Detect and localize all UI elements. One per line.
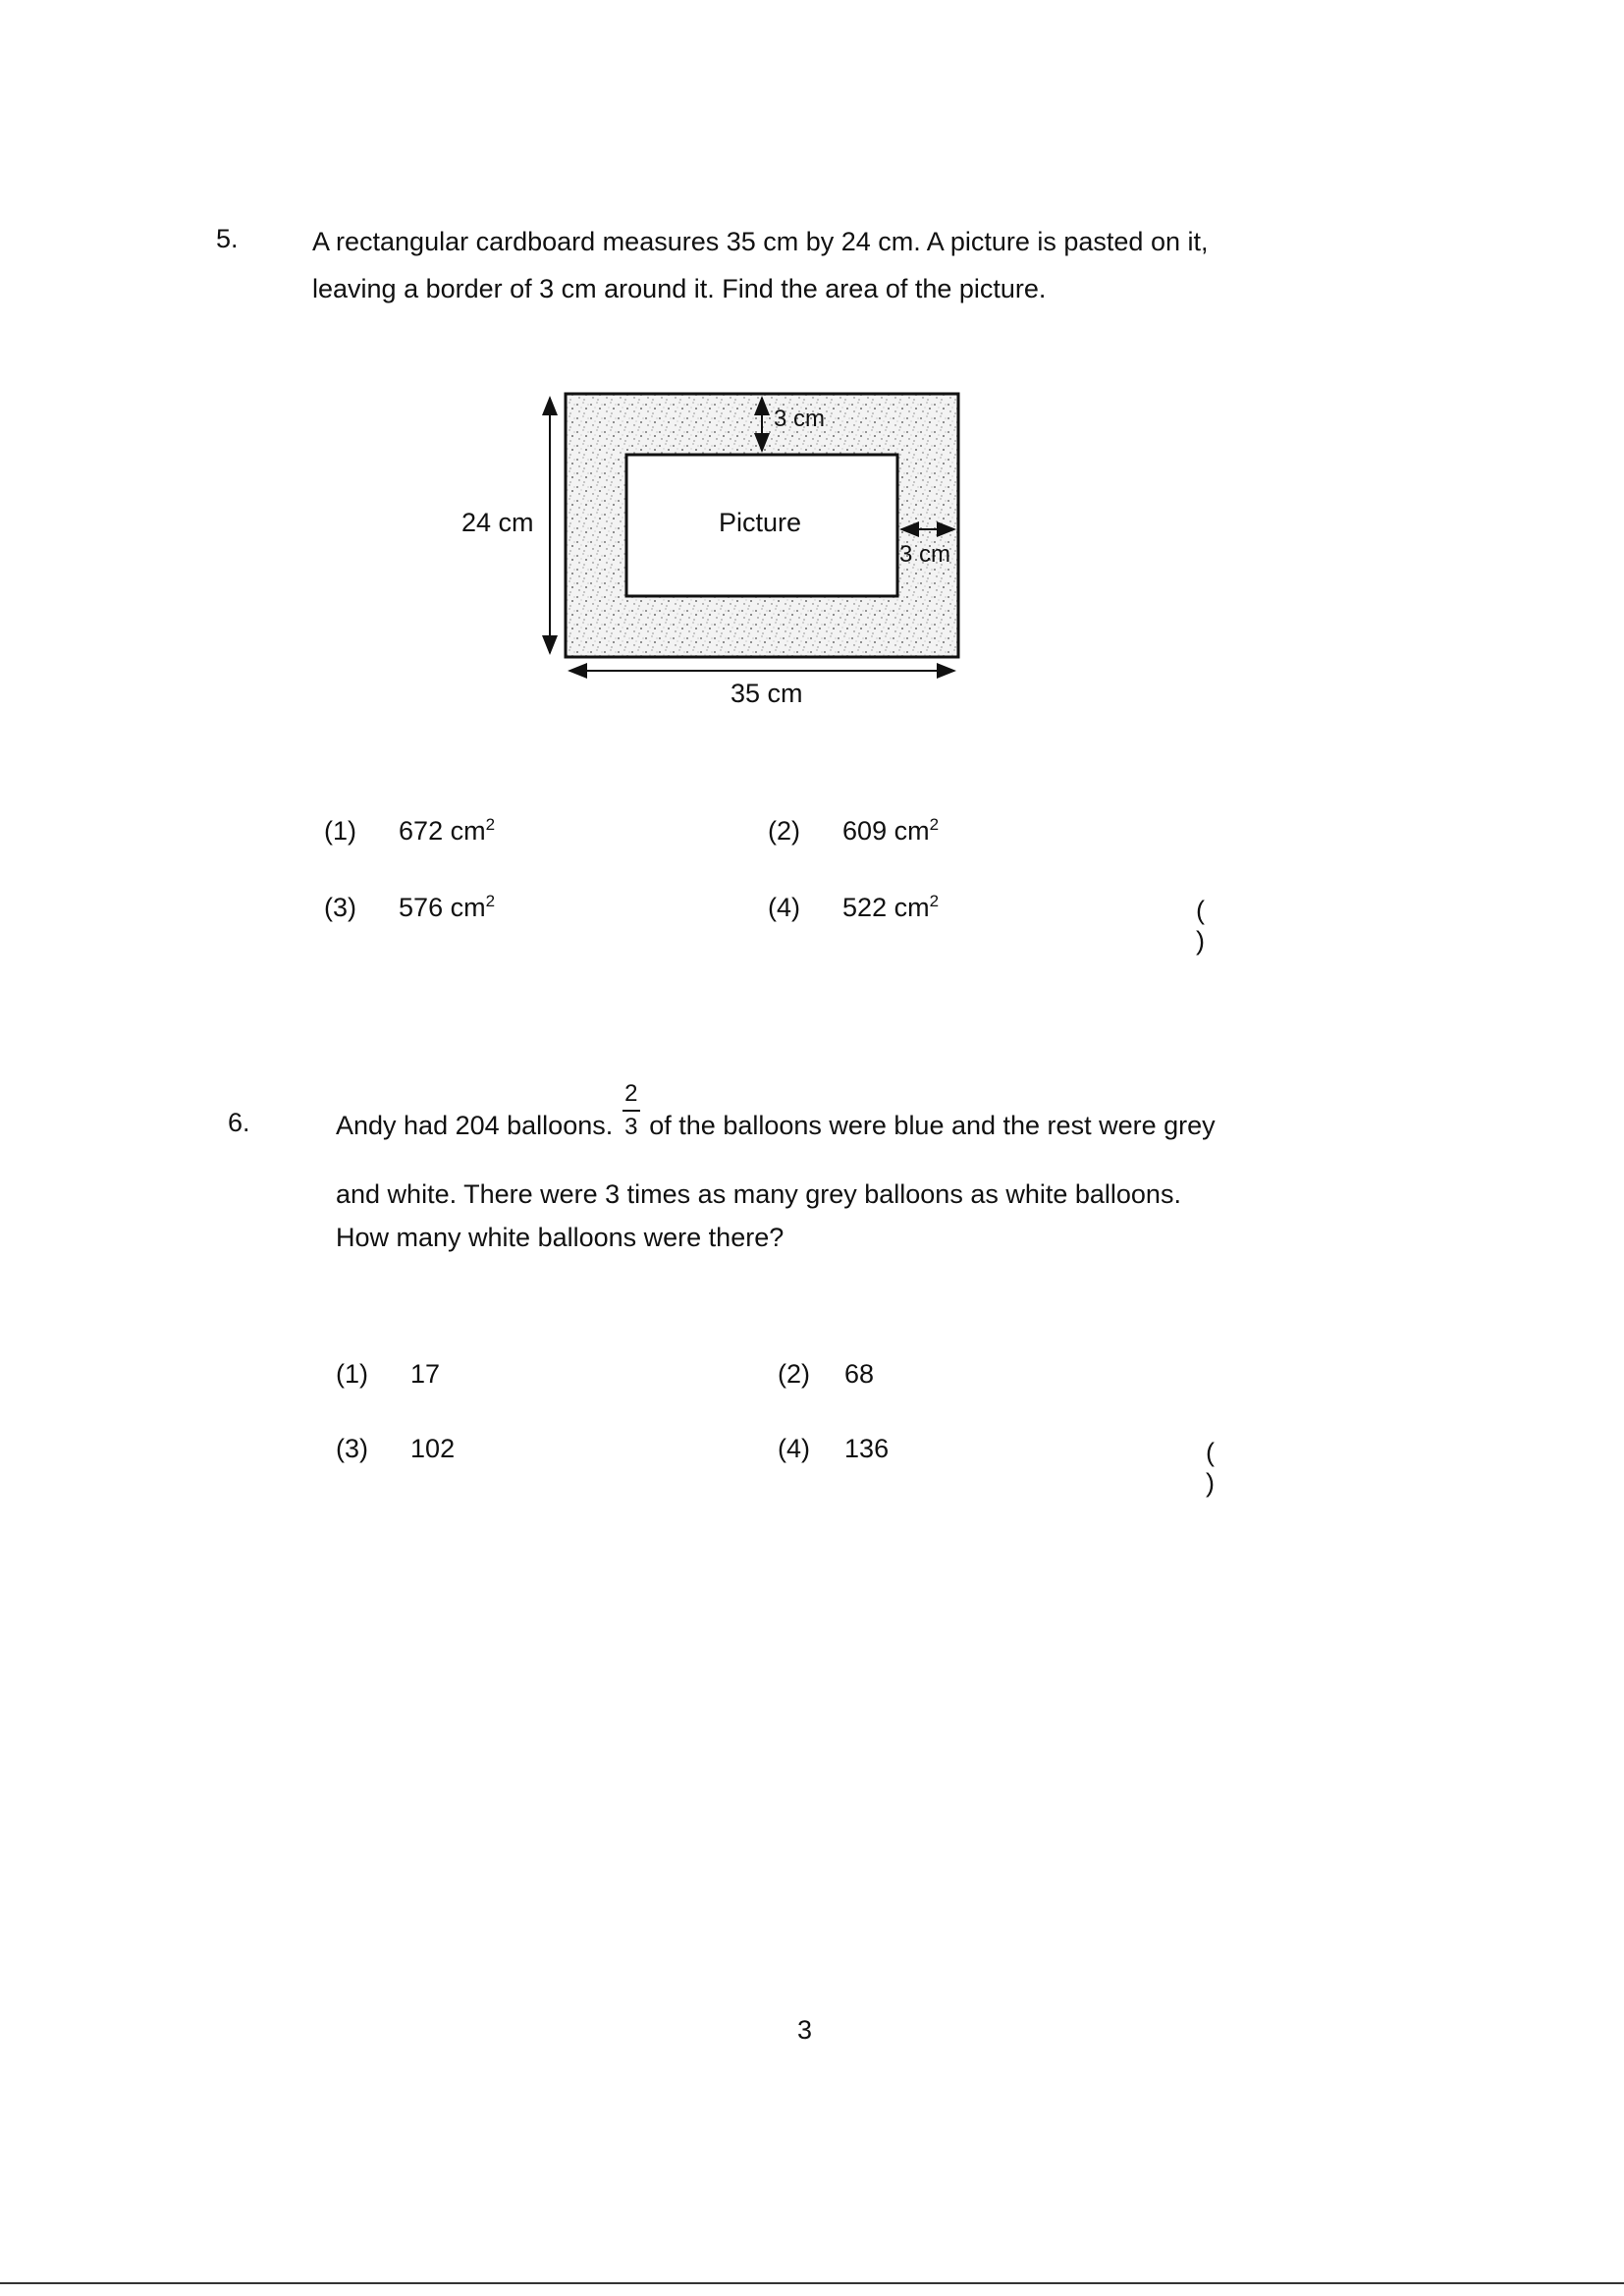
cardboard-diagram — [542, 392, 960, 679]
q6-option-2-number: (2) — [778, 1359, 810, 1389]
q6-option-3-number: (3) — [336, 1434, 368, 1463]
q5-option-2-sup: 2 — [929, 815, 940, 834]
page-bottom-rule — [0, 2282, 1624, 2284]
picture-inner-rect — [624, 453, 899, 598]
q5-option-2-value: 609 cm — [842, 816, 930, 846]
q5-option-1-value: 672 cm — [399, 816, 486, 846]
side-border-label: 3 cm — [899, 541, 951, 568]
q6-answer-open: ( — [1206, 1438, 1215, 1467]
q5-option-4-value: 522 cm — [842, 893, 930, 922]
q5-option-4[interactable]: (4) 522 cm2 — [768, 892, 939, 923]
q6-answer-close: ) — [1206, 1468, 1215, 1498]
q6-option-1[interactable]: (1) 17 — [336, 1359, 440, 1390]
fraction-denominator: 3 — [624, 1113, 638, 1140]
q5-answer-close: ) — [1196, 926, 1205, 956]
question-6-number: 6. — [228, 1108, 250, 1137]
question-6-line-1: Andy had 204 balloons. 2 3 of the balloo… — [336, 1080, 1377, 1151]
q6-option-4-number: (4) — [778, 1434, 810, 1463]
question-6-line-3: How many white balloons were there? — [336, 1222, 785, 1252]
height-label: 24 cm — [461, 508, 534, 537]
q5-option-1[interactable]: (1) 672 cm2 — [324, 815, 495, 847]
q6-answer-bracket[interactable]: ( ) — [1206, 1438, 1324, 1499]
q6-option-2[interactable]: (2) 68 — [778, 1359, 874, 1390]
q6-option-3-value: 102 — [410, 1434, 456, 1463]
fraction-bar — [622, 1109, 640, 1112]
q5-option-1-sup: 2 — [485, 815, 496, 834]
question-5-line-1: A rectangular cardboard measures 35 cm b… — [312, 227, 1209, 256]
top-border-label: 3 cm — [774, 406, 826, 432]
q5-option-4-number: (4) — [768, 893, 800, 922]
q5-option-2[interactable]: (2) 609 cm2 — [768, 815, 939, 847]
question-5-text: A rectangular cardboard measures 35 cm b… — [312, 218, 1392, 312]
q6-option-3[interactable]: (3) 102 — [336, 1434, 455, 1464]
page-number: 3 — [797, 2015, 813, 2045]
question-6-text: Andy had 204 balloons. 2 3 of the balloo… — [336, 1080, 1377, 1261]
picture-label: Picture — [719, 508, 802, 537]
q5-answer-bracket[interactable]: ( ) — [1196, 896, 1314, 957]
q5-option-3-value: 576 cm — [399, 893, 486, 922]
q5-option-4-sup: 2 — [929, 892, 940, 910]
question-5-line-2: leaving a border of 3 cm around it. Find… — [312, 274, 1047, 303]
q5-option-2-number: (2) — [768, 816, 800, 846]
q5-option-3-sup: 2 — [485, 892, 496, 910]
q6-option-4-value: 136 — [844, 1434, 890, 1463]
q5-option-3-number: (3) — [324, 893, 356, 922]
fraction-two-thirds: 2 3 — [621, 1080, 642, 1151]
question-6-line-1-end: of the balloons were blue and the rest w… — [649, 1111, 1216, 1140]
q5-option-1-number: (1) — [324, 816, 356, 846]
question-6-line-1-start: Andy had 204 balloons. — [336, 1111, 614, 1140]
width-label: 35 cm — [731, 679, 803, 708]
q6-option-2-value: 68 — [844, 1359, 875, 1389]
q6-option-1-value: 17 — [410, 1359, 441, 1389]
q5-answer-open: ( — [1196, 896, 1205, 925]
fraction-numerator: 2 — [624, 1079, 638, 1107]
cardboard-figure: 24 cm 35 cm 3 cm 3 cm Picture — [452, 388, 982, 722]
question-6-line-2: and white. There were 3 times as many gr… — [336, 1178, 1181, 1209]
q5-option-3[interactable]: (3) 576 cm2 — [324, 892, 495, 923]
question-5-number: 5. — [216, 224, 239, 253]
q6-option-1-number: (1) — [336, 1359, 368, 1389]
q6-option-4[interactable]: (4) 136 — [778, 1434, 889, 1464]
